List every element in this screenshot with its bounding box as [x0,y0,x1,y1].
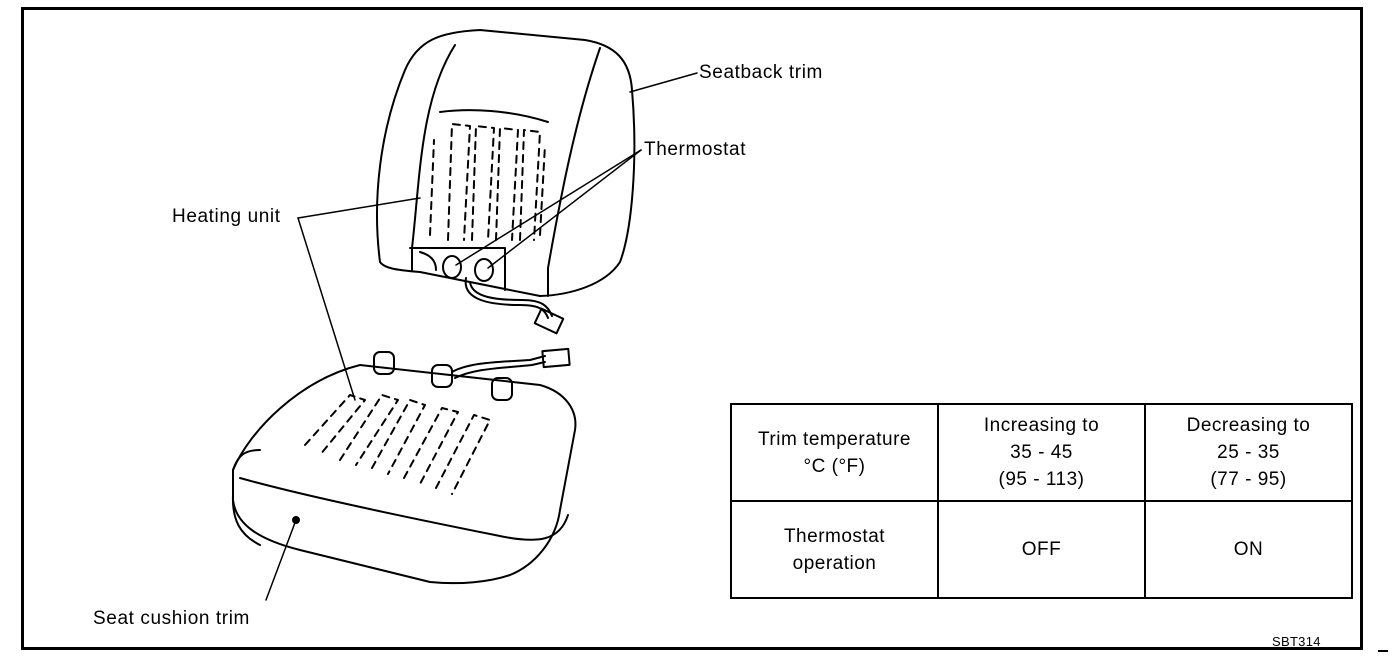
corner-mark [1378,650,1388,652]
table-text: Trim temperature [758,428,911,450]
thermostat-spec-table: Trim temperature °C (°F) Increasing to 3… [730,403,1353,599]
table-text: operation [792,552,877,574]
table-text: °C (°F) [803,455,866,477]
decreasing-header-cell: Decreasing to 25 - 35 (77 - 95) [1144,403,1353,502]
heating-unit-label: Heating unit [172,206,281,227]
seatback-heating-grid [429,123,546,241]
table-text: Decreasing to [1186,415,1311,436]
trim-temperature-header-cell: Trim temperature °C (°F) [730,403,939,502]
on-value-cell: ON [1144,500,1353,599]
thermostat-label: Thermostat [644,139,747,160]
figure-frame [21,7,1363,650]
thermostat-operation-cell: Thermostat operation [730,500,939,599]
table-text: 25 - 35 [1217,442,1280,463]
table-text: Increasing to [983,415,1100,436]
seat-cushion-drawing [231,364,577,585]
table-text: Thermostat [783,525,886,547]
cushion-thermostats [373,347,571,401]
off-value-cell: OFF [937,500,1146,599]
table-text: (77 - 95) [1210,469,1287,490]
figure-code: SBT314 [1272,634,1321,649]
table-row: Trim temperature °C (°F) Increasing to 3… [730,403,1353,502]
table-row: Thermostat operation OFF ON [730,500,1353,599]
increasing-header-cell: Increasing to 35 - 45 (95 - 113) [937,403,1146,502]
leader-lines [265,72,698,601]
cushion-trim-pointer-dot [292,516,300,524]
seatback-thermostats [442,255,565,335]
seatback-drawing [376,29,636,297]
table-text: 35 - 45 [1010,442,1073,463]
cushion-heating-grid [304,394,491,495]
table-text: (95 - 113) [998,469,1085,490]
seat-cushion-trim-label: Seat cushion trim [93,608,250,629]
seatback-trim-label: Seatback trim [699,62,823,83]
